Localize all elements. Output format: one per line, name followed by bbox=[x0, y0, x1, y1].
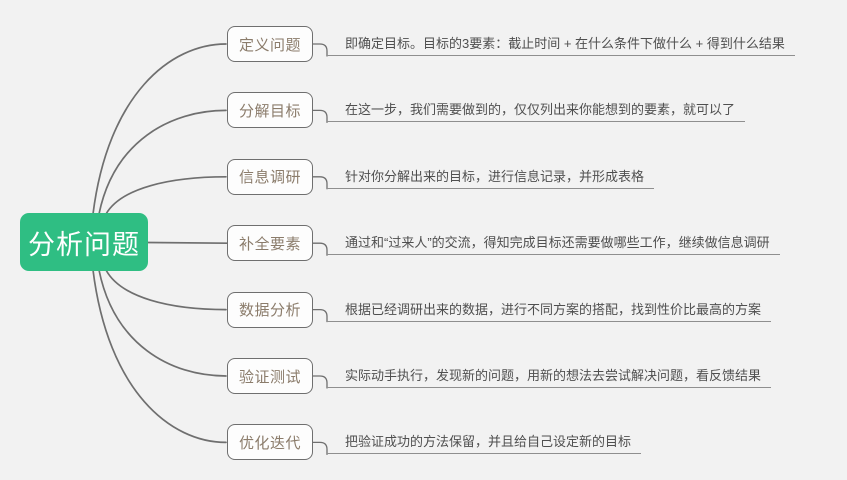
branch-topic[interactable]: 验证测试 bbox=[227, 358, 313, 394]
note-elbow bbox=[310, 308, 328, 323]
branch-note[interactable]: 通过和“过来人”的交流，得知完成目标还需要做哪些工作，继续做信息调研 bbox=[327, 233, 780, 256]
branch-topic-label: 信息调研 bbox=[238, 169, 301, 187]
branch-curve bbox=[105, 269, 227, 311]
note-elbow bbox=[310, 43, 328, 57]
branch-topic-label: 补全要素 bbox=[238, 235, 301, 253]
branch-curve bbox=[92, 43, 227, 215]
branch-curve bbox=[105, 175, 227, 215]
branch-curve bbox=[147, 241, 228, 245]
branch-curve bbox=[98, 269, 227, 377]
branch-topic-label: 定义问题 bbox=[238, 36, 301, 54]
branch-curve bbox=[98, 109, 227, 215]
branch-topic[interactable]: 优化迭代 bbox=[227, 424, 313, 461]
branch-topic-label: 数据分析 bbox=[238, 302, 301, 320]
note-elbow bbox=[310, 176, 328, 190]
root-node[interactable]: 分析问题 bbox=[20, 213, 148, 271]
branch-note[interactable]: 即确定目标。目标的3要素：截止时间 + 在什么条件下做什么 + 得到什么结果 bbox=[327, 34, 795, 56]
branch-topic[interactable]: 数据分析 bbox=[227, 291, 313, 328]
branch-note[interactable]: 把验证成功的方法保留，并且给自己设定新的目标 bbox=[327, 432, 642, 455]
note-elbow bbox=[310, 109, 328, 124]
branch-topic[interactable]: 信息调研 bbox=[227, 158, 313, 195]
branch-note[interactable]: 针对你分解出来的目标，进行信息记录，并形成表格 bbox=[327, 167, 655, 189]
branch-topic-label: 验证测试 bbox=[238, 368, 301, 386]
note-elbow bbox=[310, 375, 328, 389]
branch-topic[interactable]: 定义问题 bbox=[227, 26, 313, 62]
branch-topic-label: 优化迭代 bbox=[238, 434, 301, 452]
branch-note[interactable]: 在这一步，我们需要做到的，仅仅列出来你能想到的要素，就可以了 bbox=[327, 100, 746, 123]
note-elbow bbox=[310, 441, 328, 456]
branch-topic[interactable]: 补全要素 bbox=[227, 225, 313, 262]
note-elbow bbox=[310, 242, 328, 256]
branch-curve bbox=[92, 269, 227, 444]
branch-note[interactable]: 实际动手执行，发现新的问题，用新的想法去尝试解决问题，看反馈结果 bbox=[327, 366, 772, 388]
root-node-label: 分析问题 bbox=[28, 229, 140, 260]
branch-topic-label: 分解目标 bbox=[238, 102, 301, 120]
branch-note[interactable]: 根据已经调研出来的数据，进行不同方案的搭配，找到性价比最高的方案 bbox=[327, 300, 772, 322]
branch-topic[interactable]: 分解目标 bbox=[227, 92, 313, 129]
